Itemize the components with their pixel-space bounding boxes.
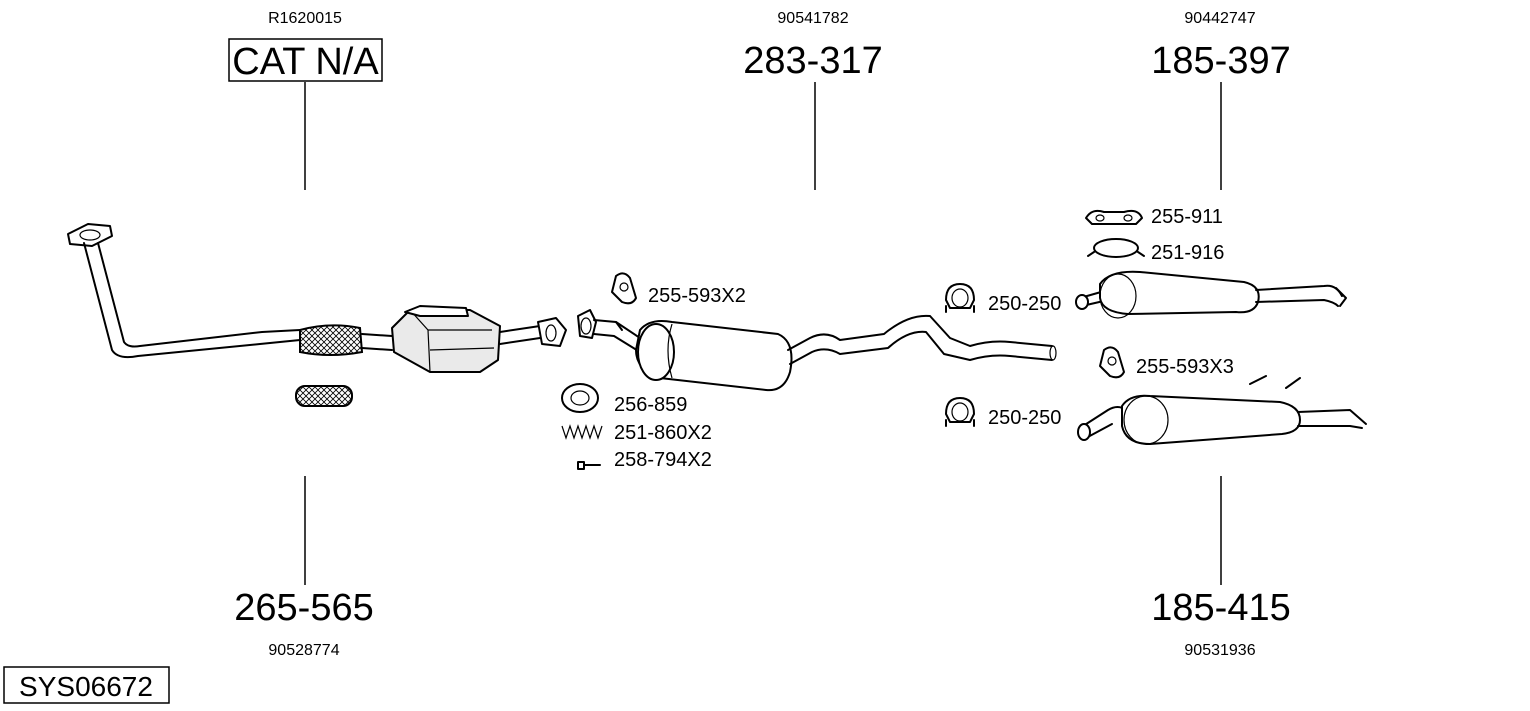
rubber-mount-icon [611, 272, 637, 305]
gasket-ring-icon [561, 383, 599, 413]
label-spring: 251-860X2 [614, 422, 712, 444]
label-clamp-lower: 250-250 [988, 407, 1061, 429]
ref-number-cat: R1620015 [268, 10, 342, 27]
system-code-box [3, 666, 170, 704]
label-strap-clamp: 251-916 [1151, 242, 1224, 264]
u-clamp-icon [945, 397, 975, 427]
part-number-rear-silencer-b: 185-415 [1151, 587, 1290, 629]
front-pipe-drawing [67, 223, 567, 373]
rubber-mount-icon [1099, 346, 1125, 379]
label-rubber-mount-rear: 255-593X3 [1136, 356, 1234, 378]
hanger-bracket-icon [1085, 209, 1143, 225]
label-clamp-upper: 250-250 [988, 293, 1061, 315]
rear-silencer-a-drawing [1075, 270, 1347, 319]
ref-number-front-pipe: 90528774 [268, 642, 339, 659]
spring-icon [561, 424, 603, 440]
ref-number-middle-silencer: 90541782 [777, 10, 848, 27]
u-clamp-icon [945, 283, 975, 313]
rear-silencer-b-drawing [1077, 375, 1367, 445]
label-hanger-bracket: 255-911 [1151, 206, 1223, 228]
label-gasket: 256-859 [614, 394, 687, 416]
bolt-icon [577, 461, 601, 470]
label-bolt: 258-794X2 [614, 449, 712, 471]
part-number-cat: CAT N/A [232, 41, 379, 83]
label-rubber-mount-mid: 255-593X2 [648, 285, 746, 307]
part-number-front-pipe: 265-565 [234, 587, 373, 629]
ref-number-rear-silencer-b: 90531936 [1184, 642, 1255, 659]
strap-clamp-icon [1087, 238, 1145, 258]
ref-number-rear-silencer-a: 90442747 [1184, 10, 1255, 27]
middle-silencer-drawing [577, 309, 1057, 392]
system-code: SYS06672 [19, 671, 153, 702]
cat-label-box [228, 38, 383, 82]
part-number-rear-silencer-a: 185-397 [1151, 40, 1290, 82]
part-number-middle-silencer: 283-317 [743, 40, 882, 82]
flex-pipe-part [295, 385, 353, 407]
